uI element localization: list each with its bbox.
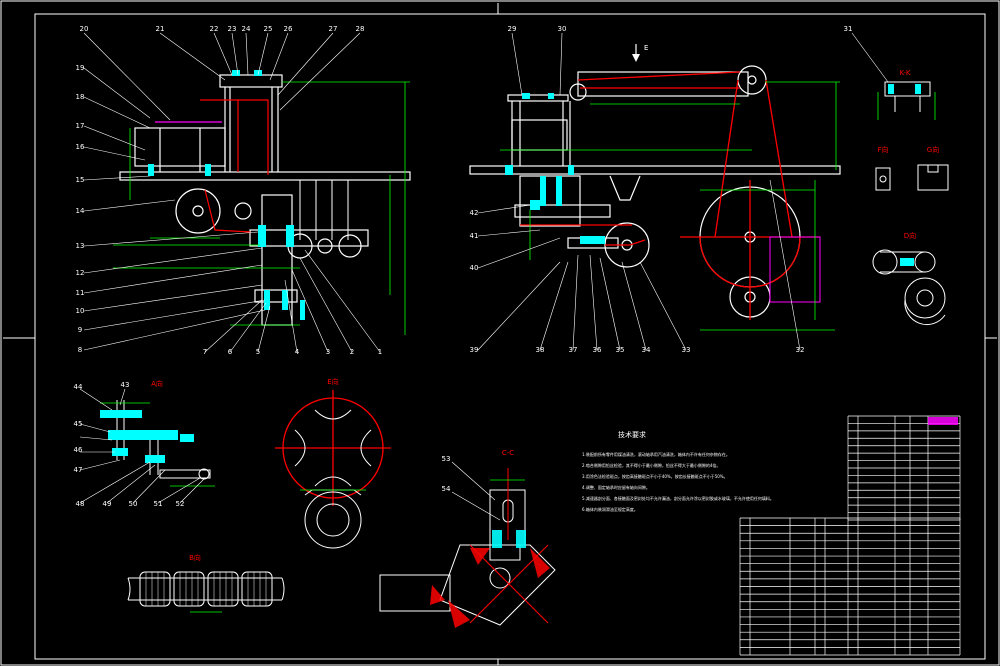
b-view: B向 [127,553,285,613]
balloon: 34 [642,346,651,354]
tech-note: 1.装配前所有零件用煤油清洗，滚动轴承用汽油清洗，箱体内不许有任何杂物存在。 [582,451,730,457]
g-view: G向 [917,145,949,191]
tech-note: 5.减速器剖分面、各接触面及密封处均不允许漏油，剖分面允许涂以密封胶或水玻璃，不… [582,495,774,501]
view-arrow-label: E [644,44,648,52]
f-view-title: F向 [877,145,888,154]
c-c-section-view: C-C [379,449,556,628]
balloon: 15 [76,176,85,184]
parts-list-table [739,415,961,656]
tech-note: 2.啮合侧隙用铅丝检验，其不得小于最小侧隙，铅丝不得大于最小侧隙的4倍。 [582,462,720,468]
balloon: 4 [295,348,300,356]
tech-note: 6.箱体内装润滑油至规定高度。 [582,506,638,512]
balloon: 19 [76,64,85,72]
e-view: E向 [275,377,391,549]
balloon: 14 [76,207,85,215]
balloon: 52 [176,500,185,508]
balloon: 25 [264,25,273,33]
balloon: 20 [80,25,89,33]
view-direction-arrow: E [632,44,648,62]
d-view-title: D向 [904,231,916,240]
balloon: 40 [470,264,479,272]
balloon: 17 [76,122,85,130]
balloon: 46 [74,446,83,454]
d-view: D向 [872,231,946,325]
middle-main-view: 29 30 42 41 40 39 38 37 36 35 34 33 32 E [469,25,841,354]
balloon: 43 [121,381,130,389]
balloon: 28 [356,25,365,33]
balloon: 12 [76,269,85,277]
g-view-title: G向 [927,145,939,154]
balloon: 32 [796,346,805,354]
balloon: 53 [442,455,451,463]
balloon: 10 [76,307,85,315]
balloon: 13 [76,242,85,250]
balloon: 22 [210,25,219,33]
balloon: 48 [76,500,85,508]
balloon: 26 [284,25,293,33]
f-view: F向 [875,145,891,191]
b-view-title: B向 [189,553,201,562]
balloon: 49 [103,500,112,508]
balloon: 41 [470,232,479,240]
balloon: 54 [442,485,451,493]
balloon: 21 [156,25,165,33]
balloon: 1 [378,348,382,356]
balloon: 18 [76,93,85,101]
balloon: 11 [76,289,85,297]
title-block-highlight [928,417,958,425]
balloon: 42 [470,209,479,217]
balloon: 2 [350,348,354,356]
balloon: 29 [508,25,517,33]
balloon: 23 [228,25,237,33]
balloon: 5 [256,348,260,356]
balloon: 36 [593,346,602,354]
c-c-title: C-C [502,449,514,457]
k-k-section-view: K-K 31 [844,25,936,120]
balloon: 6 [228,348,233,356]
tech-title: 技术要求 [618,430,646,439]
technical-requirements: 技术要求 1.装配前所有零件用煤油清洗，滚动轴承用汽油清洗，箱体内不许有任何杂物… [582,430,774,512]
balloon: 31 [844,25,853,33]
balloon: 3 [326,348,330,356]
k-k-title: K-K [900,69,911,77]
balloon: 27 [329,25,338,33]
a-view: A向 [74,379,215,508]
balloon: 16 [76,143,85,151]
balloon: 7 [203,348,207,356]
balloon: 35 [616,346,625,354]
balloon: 24 [242,25,251,33]
balloon: 39 [470,346,479,354]
balloon: 44 [74,383,83,391]
e-view-title: E向 [327,377,338,386]
balloon: 45 [74,420,83,428]
balloon: 33 [682,346,691,354]
balloon: 37 [569,346,578,354]
balloon: 8 [78,346,82,354]
balloon: 38 [536,346,545,354]
balloon: 47 [74,466,83,474]
balloon: 51 [154,500,163,508]
tech-note: 4.调整、固定轴承时应留有轴向间隙。 [582,484,650,490]
balloon: 50 [129,500,138,508]
a-view-title: A向 [151,379,163,388]
balloon: 30 [558,25,567,33]
tech-note: 3.用涂色法检验斑点，按齿高接触斑点不小于40%，按齿长接触斑点不小于50%。 [582,473,728,479]
balloon: 9 [78,326,82,334]
left-main-view: 20 21 22 23 24 25 26 27 28 19 18 17 16 1… [76,25,411,356]
